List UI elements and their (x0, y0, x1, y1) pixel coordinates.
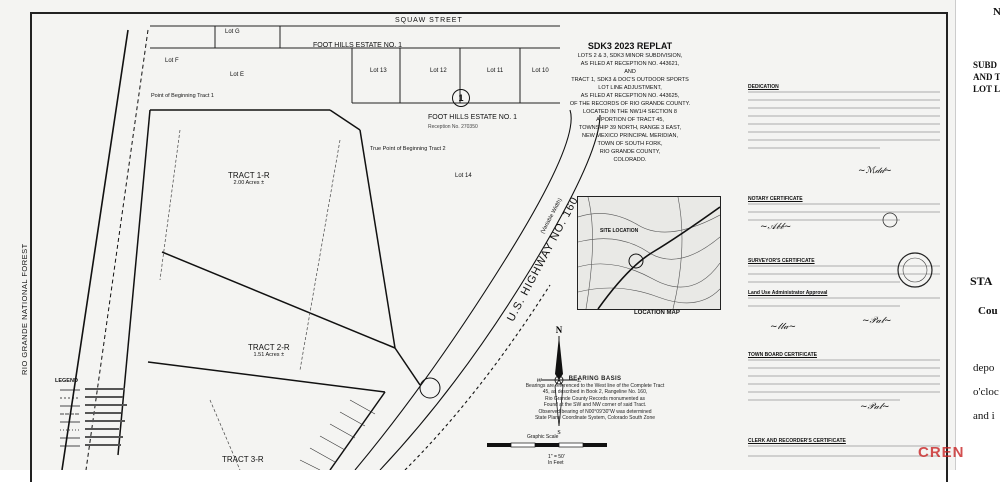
lot-label: Lot 13 (370, 68, 387, 74)
tract-divider-line-2 (147, 361, 386, 393)
tract-name: TRACT 2-R (248, 343, 290, 352)
plat-title: SDK3 2023 REPLAT (587, 41, 673, 51)
location-map-label: LOCATION MAP (634, 310, 680, 316)
west-boundary-line (61, 29, 129, 470)
north-arrow-icon: N S E W (537, 325, 581, 434)
location-map (577, 196, 721, 310)
street-name: SQUAW STREET (395, 17, 463, 24)
subdivision-mid-sub: Reception No. 270350 (428, 124, 478, 130)
lot-label: Lot 10 (532, 68, 549, 74)
signature: ~𝓁𝓁𝒶~ (770, 322, 796, 332)
dedication-heading: DEDICATION (748, 84, 779, 90)
plat-drawing (60, 25, 940, 470)
lot-label: Lot E (230, 72, 245, 78)
tract-2-label: TRACT 2-R 1.51 Acres ± (248, 343, 290, 358)
surveyor-heading: SURVEYOR'S CERTIFICATE (748, 258, 815, 264)
clerk-heading: CLERK AND RECORDER'S CERTIFICATE (748, 438, 846, 444)
land-use-heading: Land Use Administrator Approval (748, 290, 828, 296)
legend-title: LEGEND (55, 378, 78, 384)
circle-number: 1 (452, 89, 470, 107)
surveyor-seal (897, 252, 933, 288)
signature: ~𝒫𝒶𝓁~ (860, 402, 890, 412)
bearing-heading: BEARING BASIS (568, 376, 622, 382)
lot-label: Lot 12 (430, 68, 447, 74)
signature: ~𝒜𝒷𝒷~ (760, 222, 792, 232)
plat-frame (30, 12, 948, 482)
tract-name: TRACT 1-R (228, 171, 270, 180)
tract-1-label: TRACT 1-R 2.00 Acres ± (228, 171, 270, 186)
signature: ~ℳ𝒹𝒹~ (858, 166, 892, 176)
plat-sheet: SQUAW STREET FOOT HILLS ESTATE NO. 1 FOO… (0, 0, 955, 482)
tract-area: 2.00 Acres ± (233, 180, 265, 186)
adjacent-page-edge: N SUBD AND T LOT L STA Cou depo o'cloc a… (955, 0, 1000, 470)
compass-west: W (537, 378, 542, 384)
signature: ~𝒫𝒶𝓁~ (862, 316, 892, 326)
tract-area: 1.51 Acres ± (253, 352, 285, 358)
town-board-heading: TOWN BOARD CERTIFICATE (748, 352, 817, 358)
compass-north: N (556, 325, 563, 335)
site-location-label: SITE LOCATION (600, 228, 639, 234)
lot-label: Lot G (225, 29, 240, 35)
true-point-of-beginning: True Point of Beginning Tract 2 (370, 146, 446, 152)
tract-name: TRACT 3-R (222, 455, 264, 464)
highway-line-1 (354, 109, 572, 470)
lot-label: Lot 14 (455, 173, 472, 179)
title-block: SDK3 2023 REPLAT LOTS 2 & 3, SDK3 MINOR … (555, 40, 705, 164)
point-of-beginning: Point of Beginning Tract 1 (151, 93, 214, 99)
compass-south: S (557, 430, 560, 434)
subdivision-mid-label: FOOT HILLS ESTATE NO. 1 (428, 114, 518, 121)
tract-3-label: TRACT 3-R (222, 455, 264, 464)
watermark-logo: CREN (918, 444, 965, 461)
graphic-scale-label: Graphic Scale (527, 434, 559, 440)
tract1-east-line (359, 129, 396, 349)
compass-east: E (577, 378, 581, 384)
scale-ratio: 1" = 50'In Feet (548, 454, 565, 466)
bearing-basis: BEARING BASIS Bearings are referenced to… (510, 376, 680, 422)
tract-divider-line (161, 251, 396, 349)
notary-heading: NOTARY CERTIFICATE (748, 196, 803, 202)
subdivision-top-label: FOOT HILLS ESTATE NO. 1 (313, 42, 403, 49)
highway-line-2 (379, 114, 601, 470)
lot-label: Lot F (165, 58, 179, 64)
lot-label: Lot 11 (487, 68, 504, 74)
forest-label: RIO GRANDE NATIONAL FOREST (20, 243, 29, 375)
